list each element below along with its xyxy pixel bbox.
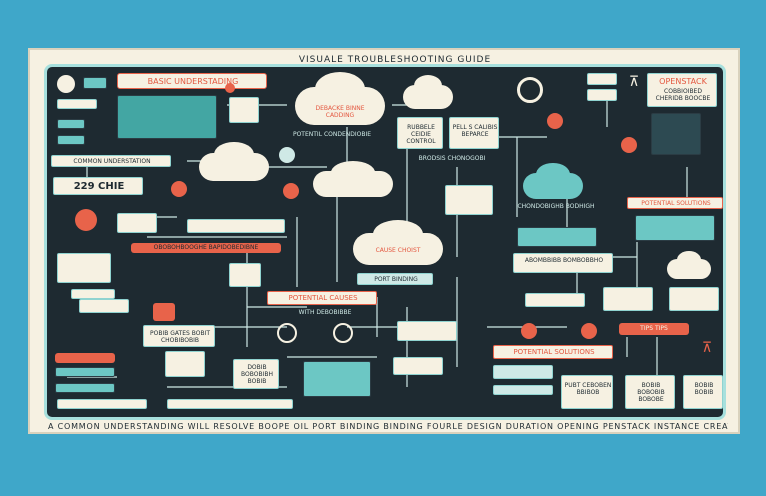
code-label: 229 CHIE bbox=[73, 181, 125, 192]
info-card bbox=[397, 321, 457, 341]
network-icon bbox=[277, 323, 297, 343]
common-understanding-label: COMMON UNDERSTATION bbox=[73, 158, 151, 165]
openstack-node: OPENSTACK COBBIOIBED CHERIDB BOOCBE bbox=[647, 73, 717, 107]
info-card bbox=[71, 289, 115, 299]
potential-causes-label: POTENTIAL CAUSES bbox=[288, 295, 358, 302]
potential-solutions-bottom-node: POTENTIAL SOLUTIONS bbox=[493, 345, 613, 359]
info-card: BOBIB BOBIB bbox=[683, 375, 723, 409]
server-icon bbox=[517, 227, 597, 247]
server-rack-icon bbox=[303, 361, 371, 397]
port-binding-label: PORT BINDING bbox=[374, 276, 418, 283]
server-icon bbox=[587, 89, 617, 101]
cloud-node-gear bbox=[199, 141, 269, 181]
cloud-node-mid bbox=[313, 160, 393, 197]
document-icon bbox=[229, 263, 261, 287]
diagram-title: VISUALE TROUBLESHOOTING GUIDE bbox=[280, 54, 510, 66]
server-icon bbox=[57, 119, 85, 129]
antenna-icon: ⊼ bbox=[628, 74, 640, 90]
document-icon bbox=[165, 351, 205, 377]
common-understanding-node: COMMON UNDERSTATION bbox=[51, 155, 171, 167]
info-card bbox=[603, 287, 653, 311]
server-icon bbox=[587, 73, 617, 85]
potential-solutions-top-label: POTENTIAL SOLUTIONS bbox=[641, 200, 711, 207]
cloud-node-teal bbox=[523, 162, 583, 199]
red-bar-node bbox=[55, 353, 115, 363]
potential-causes-node: POTENTIAL CAUSES bbox=[267, 291, 377, 305]
server-icon bbox=[187, 219, 285, 233]
server-rack-icon bbox=[635, 215, 715, 241]
basic-understanding-label: BASIC UNDERSTADING bbox=[147, 77, 239, 86]
gear-icon bbox=[75, 209, 97, 231]
cloud-node-right bbox=[667, 251, 711, 279]
warning-icon bbox=[581, 323, 597, 339]
cloud-node-center: CAUSE CHOIST bbox=[353, 220, 443, 265]
monitor-icon bbox=[445, 185, 493, 215]
code-node: 229 CHIE bbox=[53, 177, 143, 195]
server-icon bbox=[55, 367, 115, 377]
cloud-teal-caption: CHONDOBIGHB BODHIGH bbox=[517, 203, 595, 210]
document-icon bbox=[229, 97, 259, 123]
info-card: POBIB GATES BOBIT CHOBIBOBIB bbox=[143, 325, 215, 347]
info-card bbox=[669, 287, 719, 311]
info-card: BOBIB BOBOBIB BOBOBE bbox=[625, 375, 675, 409]
info-card bbox=[117, 213, 157, 233]
info-card: RUBBELE CEIDIE CONTROL bbox=[397, 117, 443, 149]
gear-icon bbox=[517, 77, 543, 103]
gear-icon bbox=[57, 75, 75, 93]
cloud-top-caption: POTENTIL CONDENDIOBIE bbox=[292, 131, 372, 138]
antenna-icon: ⊼ bbox=[701, 340, 713, 356]
info-card bbox=[57, 399, 147, 409]
server-icon bbox=[83, 77, 107, 89]
tips-node: TIPS TIPS bbox=[619, 323, 689, 335]
server-icon bbox=[55, 383, 115, 393]
gear-icon bbox=[153, 303, 175, 321]
monitor-icon bbox=[57, 253, 111, 283]
info-card bbox=[393, 357, 443, 375]
cloud-center-label: CAUSE CHOIST bbox=[375, 247, 421, 254]
warning-icon bbox=[521, 323, 537, 339]
openstack-label: OPENSTACK bbox=[659, 77, 707, 86]
info-card: PELL S CALIBIS BEPARCE bbox=[449, 117, 499, 149]
info-card bbox=[493, 365, 553, 379]
server-icon bbox=[57, 135, 85, 145]
red-bar-node: OBOBOHBOOGHE BAPIDOBEDIBNE bbox=[131, 243, 281, 253]
monitor-icon bbox=[651, 113, 701, 155]
status-dot bbox=[225, 83, 235, 93]
step-badge bbox=[283, 183, 299, 199]
info-card bbox=[167, 399, 293, 409]
step-badge bbox=[171, 181, 187, 197]
warning-icon bbox=[621, 137, 637, 153]
keyboard-icon bbox=[57, 99, 97, 109]
cloud-top-label: DEBACKE BINNE CADDING bbox=[315, 105, 365, 119]
tips-label: TIPS TIPS bbox=[640, 325, 668, 332]
info-card: ABOMBBIBB BOMBOBBHO bbox=[513, 253, 613, 273]
step-badge bbox=[279, 147, 295, 163]
server-icon bbox=[79, 299, 129, 313]
warning-icon bbox=[547, 113, 563, 129]
potential-solutions-top-node: POTENTIAL SOLUTIONS bbox=[627, 197, 723, 209]
diagram-board: VISUALE TROUBLESHOOTING GUIDE bbox=[28, 48, 740, 434]
cloud-node-small bbox=[403, 75, 453, 109]
diagram-caption: A COMMON UNDERSTANDING WILL RESOLVE BOOP… bbox=[48, 422, 728, 431]
cards-caption: BRODSIS CHONOGOBI bbox=[418, 155, 486, 162]
info-card bbox=[493, 385, 553, 395]
basic-understanding-node: BASIC UNDERSTADING bbox=[117, 73, 267, 89]
info-card: PUBT CEBOBEN BBIBOB bbox=[561, 375, 613, 409]
port-binding-node: PORT BINDING bbox=[357, 273, 433, 285]
diagram-panel: BASIC UNDERSTADING DEBACKE BINNE CADDING… bbox=[44, 64, 726, 420]
info-card: DOBIB BOBOBIBH BOBIB bbox=[233, 359, 279, 389]
potential-solutions-bottom-label: POTENTIAL SOLUTIONS bbox=[513, 349, 595, 356]
causes-caption: WITH DEBOBIBBE bbox=[298, 309, 352, 316]
info-card bbox=[525, 293, 585, 307]
monitor-cluster bbox=[117, 95, 217, 139]
cloud-node-top: DEBACKE BINNE CADDING bbox=[295, 71, 385, 125]
globe-icon bbox=[333, 323, 353, 343]
